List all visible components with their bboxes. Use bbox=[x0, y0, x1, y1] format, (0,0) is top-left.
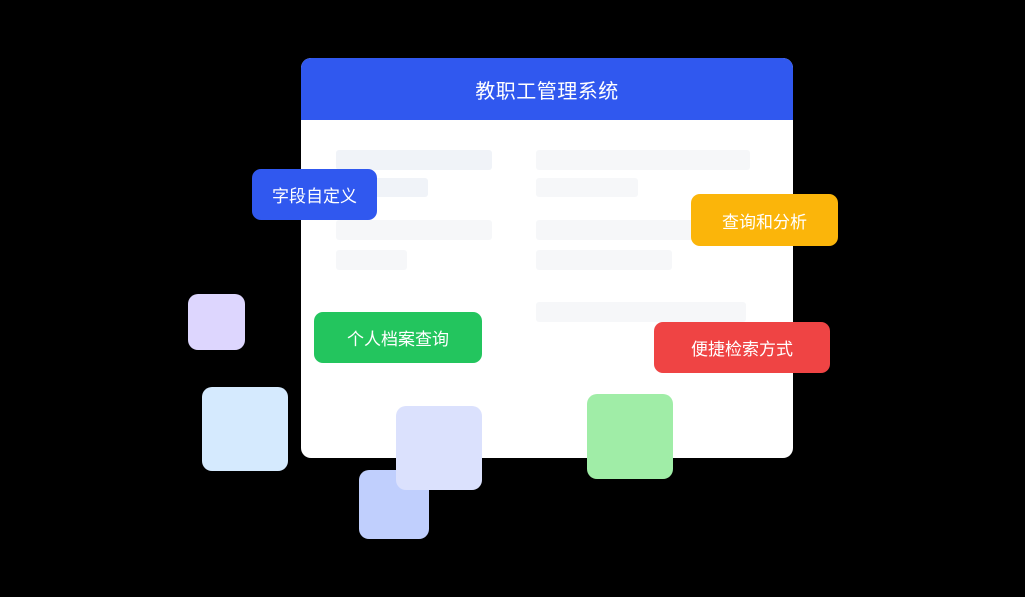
placeholder-bar bbox=[336, 150, 492, 170]
tag-label: 查询和分析 bbox=[722, 212, 807, 233]
decor-square-green bbox=[587, 394, 673, 479]
tag-personal-archive-query: 个人档案查询 bbox=[314, 312, 482, 363]
placeholder-bar bbox=[536, 220, 696, 240]
placeholder-bar bbox=[336, 250, 407, 270]
decor-square-periwinkle bbox=[396, 406, 482, 490]
tag-query-analysis: 查询和分析 bbox=[691, 194, 838, 246]
tag-label: 个人档案查询 bbox=[347, 330, 449, 350]
tag-field-customization: 字段自定义 bbox=[252, 169, 377, 220]
tag-label: 字段自定义 bbox=[272, 187, 357, 207]
tag-label: 便捷检索方式 bbox=[691, 340, 793, 360]
placeholder-bar bbox=[536, 178, 638, 197]
window-title: 教职工管理系统 bbox=[475, 78, 619, 103]
decor-square-purple bbox=[188, 294, 245, 350]
placeholder-bar bbox=[536, 302, 746, 322]
placeholder-bar bbox=[336, 220, 492, 240]
placeholder-bar bbox=[536, 150, 750, 170]
app-window-mockup: 教职工管理系统 bbox=[301, 58, 793, 458]
window-header: 教职工管理系统 bbox=[301, 58, 793, 120]
placeholder-bar bbox=[536, 250, 672, 270]
tag-quick-search: 便捷检索方式 bbox=[654, 322, 830, 373]
decor-square-light-blue bbox=[202, 387, 288, 471]
